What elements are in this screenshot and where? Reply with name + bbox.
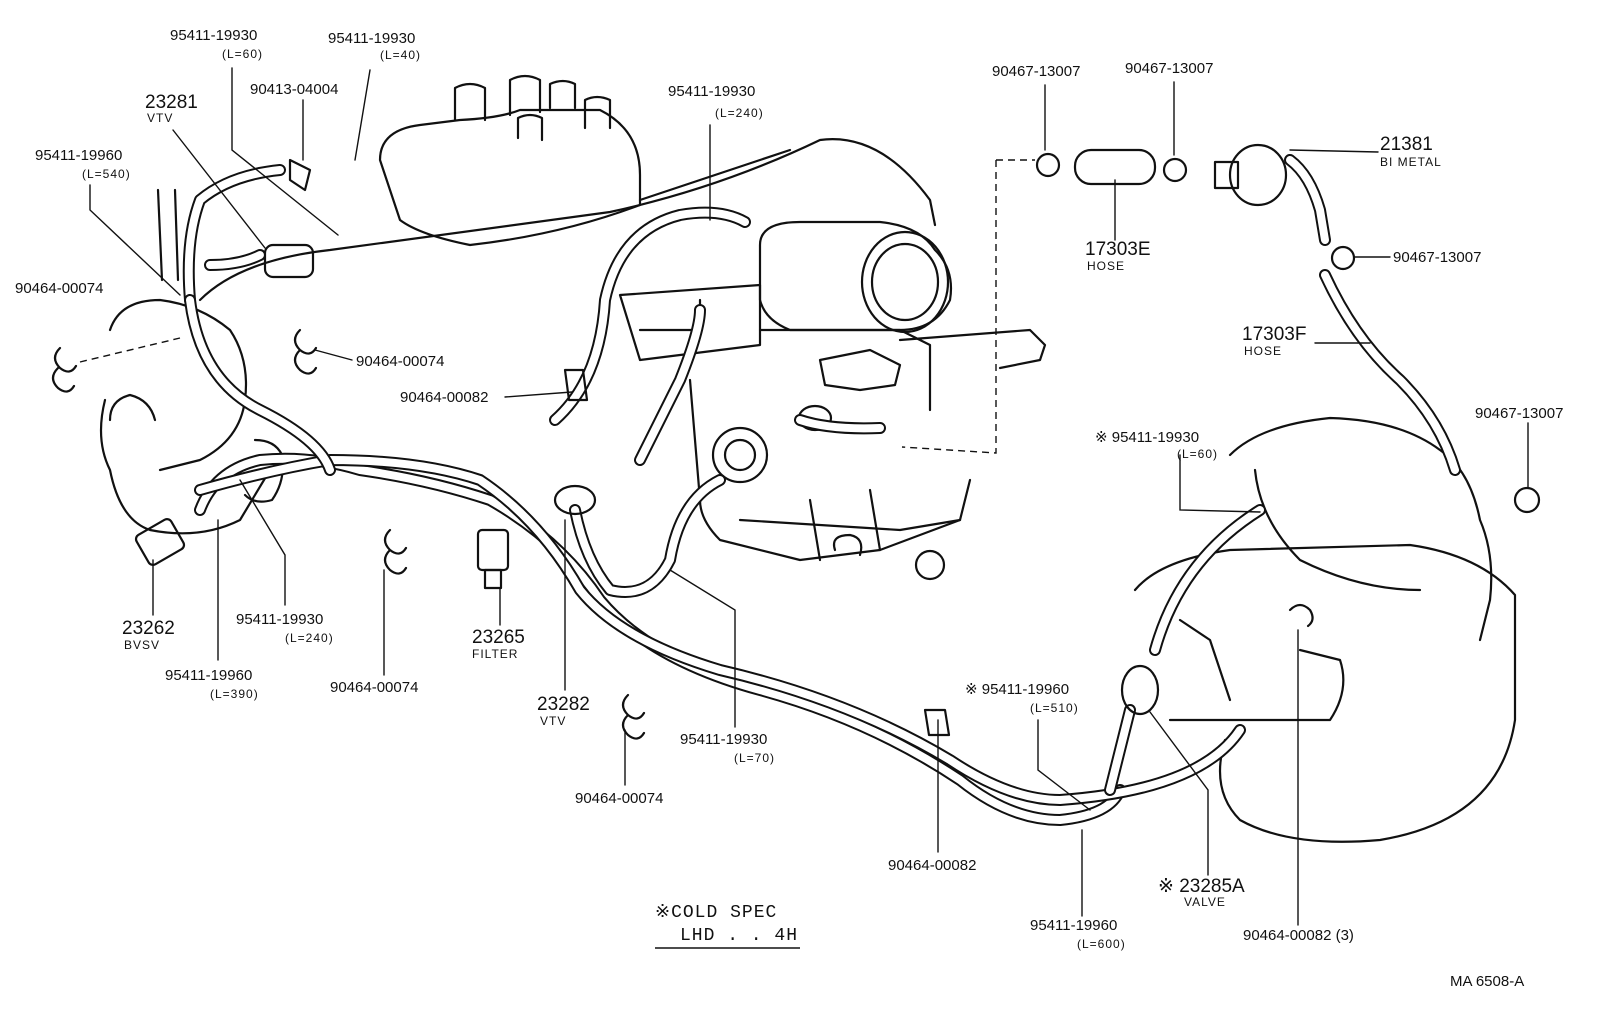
callout-part: 90464-00074 (575, 790, 663, 807)
legend-line-1: ※COLD SPEC (655, 903, 777, 923)
callout-sub: (L=70) (734, 751, 775, 765)
cold-spec-legend: ※COLD SPEC LHD . . 4H (655, 903, 800, 949)
callout-sub: (L=60) (1177, 447, 1218, 461)
callout-sub: (L=390) (210, 687, 259, 701)
callout-part: 17303E (1085, 239, 1151, 260)
legend-line-2: LHD . . 4H (680, 926, 798, 946)
leader-lines (89, 67, 1529, 926)
dashed-connectors (79, 159, 1035, 454)
callout-sub: BVSV (124, 638, 160, 652)
callout-sub: FILTER (472, 647, 518, 661)
callout-part: 95411-19930 (668, 83, 755, 100)
callout-sub: (L=510) (1030, 701, 1079, 715)
callout-part: 17303F (1242, 324, 1306, 345)
callout-part: 90464-00074 (15, 280, 103, 297)
vacuum-hoses (182, 154, 1461, 826)
callout-sub: (L=240) (285, 631, 334, 645)
callout-part: 90467-13007 (1393, 249, 1481, 266)
callout-part: 90467-13007 (1475, 405, 1563, 422)
callout-sub: (L=600) (1077, 937, 1126, 951)
callout-part: 95411-19930 (680, 731, 767, 748)
callout-sub: VTV (147, 111, 173, 125)
callout-part: ※ 95411-19930 (1095, 429, 1199, 446)
callout-part: 95411-19930 (170, 27, 257, 44)
callout-part: 95411-19960 (1030, 917, 1117, 934)
callout-part: 90413-04004 (250, 81, 338, 98)
callout-part: 90464-00082 (888, 857, 976, 874)
callout-part: ※ 95411-19960 (965, 681, 1069, 698)
components (51, 143, 1541, 740)
callout-part: 90467-13007 (992, 63, 1080, 80)
callout-sub: HOSE (1244, 344, 1282, 358)
callout-part: 23265 (472, 627, 525, 648)
callout-sub: VTV (540, 714, 566, 728)
callout-part: 95411-19930 (236, 611, 323, 628)
callout-part: 95411-19960 (35, 147, 122, 164)
callout-sub: (L=40) (380, 48, 421, 62)
callout-sub: (L=60) (222, 47, 263, 61)
callout-sub: (L=240) (715, 106, 764, 120)
callout-part: 23281 (145, 92, 198, 113)
callout-part: 95411-19930 (328, 30, 415, 47)
callout-part: 95411-19960 (165, 667, 252, 684)
callout-part: 21381 (1380, 134, 1433, 155)
callout-part: 90464-00082 (3) (1243, 927, 1354, 944)
callout-sub: VALVE (1184, 895, 1226, 909)
callout-part: 90467-13007 (1125, 60, 1213, 77)
engine-block-drawing (99, 74, 1517, 843)
callout-sub: (L=540) (82, 167, 131, 181)
callout-part: ※ 23285A (1158, 876, 1245, 897)
callout-part: 90464-00074 (330, 679, 418, 696)
callout-sub: HOSE (1087, 259, 1125, 273)
callout-part: 90464-00082 (400, 389, 488, 406)
callout-part: 23262 (122, 618, 175, 639)
callout-labels: 95411-19930 (L=60) 95411-19930 (L=40) 90… (15, 27, 1563, 951)
callout-part: 90464-00074 (356, 353, 444, 370)
callout-part: 23282 (537, 694, 590, 715)
drawing-number: MA 6508-A (1450, 973, 1524, 990)
callout-sub: BI METAL (1380, 155, 1442, 169)
